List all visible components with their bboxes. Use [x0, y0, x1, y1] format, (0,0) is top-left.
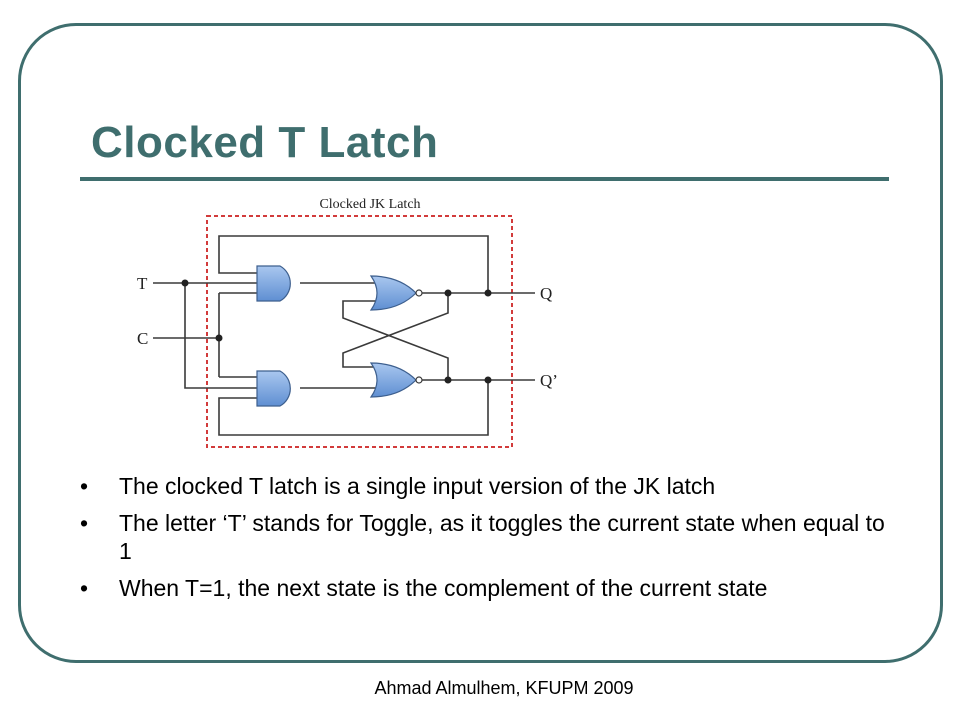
- input-label-t: T: [137, 274, 148, 293]
- wire-feedback-top: [218, 235, 489, 293]
- and-gate-top: [256, 265, 291, 302]
- wire-cross-qbar: [342, 300, 449, 380]
- nor-gate-top-bubble: [415, 289, 423, 297]
- bullet-list: • The clocked T latch is a single input …: [78, 472, 898, 611]
- output-label-q-bar: Q’: [540, 371, 558, 390]
- input-label-c: C: [137, 329, 148, 348]
- slide-footer: Ahmad Almulhem, KFUPM 2009: [374, 678, 634, 698]
- nor-gate-bottom-bubble: [415, 376, 423, 384]
- wire-cross-q: [342, 293, 449, 368]
- nor-gate-top: [369, 275, 417, 311]
- bullet-mark: •: [80, 575, 89, 601]
- bullet-mark: •: [80, 510, 89, 536]
- bullet-text: The clocked T latch is a single input ve…: [119, 473, 716, 499]
- junction-dot: [181, 279, 189, 287]
- clocked-jk-latch-diagram: Clocked JK Latch: [137, 197, 558, 448]
- output-label-q: Q: [540, 284, 552, 303]
- diagram-box-label: Clocked JK Latch: [319, 197, 420, 212]
- junction-dot: [444, 289, 452, 297]
- slide-title: Clocked T Latch: [91, 118, 439, 167]
- bullet-mark: •: [80, 473, 89, 499]
- bullet-item: • When T=1, the next state is the comple…: [78, 574, 898, 602]
- junction-dot: [444, 376, 452, 384]
- slide-frame: [18, 23, 943, 663]
- title-divider: [80, 177, 889, 181]
- bullet-text: The letter ‘T’ stands for Toggle, as it …: [119, 510, 885, 564]
- bullet-item: • The clocked T latch is a single input …: [78, 472, 898, 500]
- wire-t-down: [184, 283, 259, 389]
- bullet-item: • The letter ‘T’ stands for Toggle, as i…: [78, 509, 898, 565]
- bullet-text: When T=1, the next state is the compleme…: [119, 575, 768, 601]
- junction-dot: [484, 376, 492, 384]
- wire-feedback-bottom: [218, 380, 489, 436]
- latch-dashed-box: [206, 215, 513, 448]
- junction-dot: [484, 289, 492, 297]
- nor-gate-bottom: [369, 362, 417, 398]
- junction-dot: [215, 334, 223, 342]
- and-gate-bottom: [256, 370, 291, 407]
